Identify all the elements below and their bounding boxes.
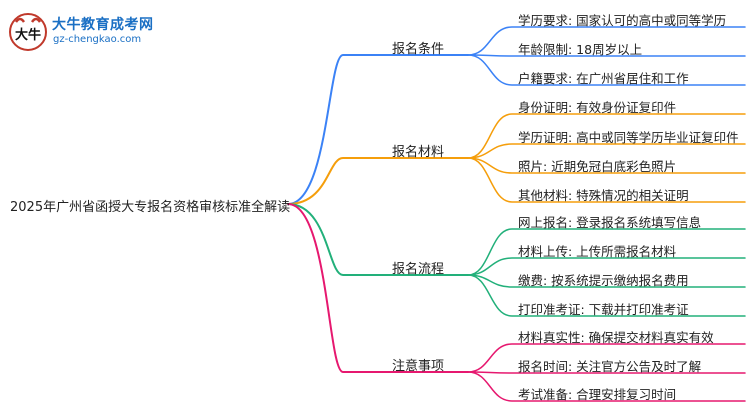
leaf-label: 照片: 近期免冠白底彩色照片 — [518, 159, 677, 174]
leaf-label: 缴费: 按系统提示缴纳报名费用 — [518, 273, 689, 288]
leaf-connector — [467, 54, 746, 86]
leaf-label: 其他材料: 特殊情况的相关证明 — [518, 188, 689, 203]
branch-label-process: 报名流程 — [392, 262, 445, 277]
branch-connector — [287, 54, 384, 205]
leaf-connector — [467, 371, 746, 402]
leaf-connector — [467, 343, 746, 373]
leaf-connector — [467, 113, 746, 159]
leaf-connector — [467, 228, 746, 276]
branch-connector — [287, 203, 384, 276]
leaf-label: 打印准考证: 下载并打印准考证 — [518, 302, 689, 317]
leaf-connector — [467, 371, 746, 374]
leaf-label: 报名时间: 关注官方公告及时了解 — [518, 359, 702, 374]
logo-url: gz-chengkao.com — [53, 34, 142, 45]
logo-mark-text: 大牛 — [15, 27, 41, 43]
branch-label-notes: 注意事项 — [392, 359, 445, 374]
leaf-connector — [467, 274, 746, 317]
leaf-label: 材料真实性: 确保提交材料真实有效 — [518, 330, 714, 345]
branch-label-materials: 报名材料 — [392, 145, 445, 160]
leaf-label: 学历要求: 国家认可的高中或同等学历 — [518, 13, 727, 28]
root-topic: 2025年广州省函授大专报名资格审核标准全解读 — [10, 200, 291, 215]
leaf-label: 学历证明: 高中或同等学历毕业证复印件 — [518, 130, 739, 145]
leaf-connector — [467, 157, 746, 203]
leaf-label: 考试准备: 合理安排复习时间 — [518, 387, 677, 402]
logo-title: 大牛教育成考网 — [52, 17, 154, 33]
leaf-label: 年龄限制: 18周岁以上 — [518, 42, 643, 57]
branch-connector — [287, 157, 384, 205]
leaf-connector — [467, 26, 746, 56]
bull-logo-icon: 大牛 — [9, 13, 47, 51]
leaf-label: 户籍要求: 在广州省居住和工作 — [518, 71, 689, 86]
leaf-connector — [467, 257, 746, 276]
branch-label-conditions: 报名条件 — [392, 42, 445, 57]
leaf-connector — [467, 143, 746, 159]
leaf-label: 网上报名: 登录报名系统填写信息 — [518, 215, 702, 230]
logo: 大牛 大牛教育成考网 gz-chengkao.com — [8, 12, 168, 54]
leaf-connector — [467, 54, 746, 57]
branch-connector — [287, 203, 384, 373]
leaf-label: 材料上传: 上传所需报名材料 — [518, 244, 677, 259]
leaf-label: 身份证明: 有效身份证复印件 — [518, 100, 677, 115]
